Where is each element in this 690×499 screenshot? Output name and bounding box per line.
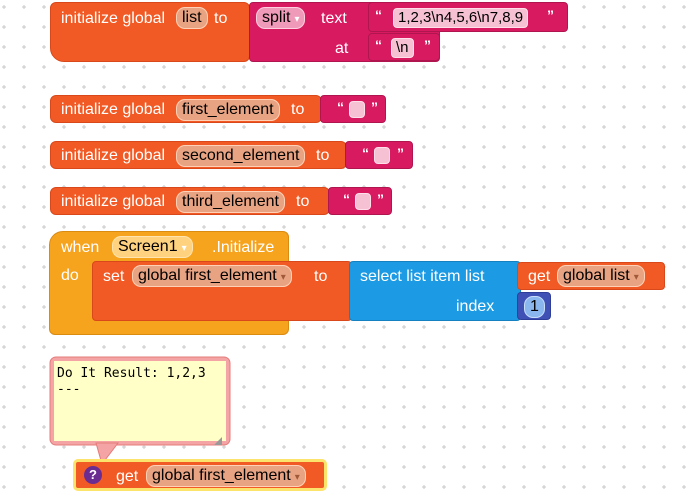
close-quote-icon: ” <box>377 191 384 207</box>
variable-name-second-element[interactable]: second_element <box>176 145 306 167</box>
separator-string-block[interactable]: “ \n ” <box>368 33 440 61</box>
set-global-first-element-block[interactable]: set global first_element▾ to <box>92 261 352 321</box>
open-quote-icon: “ <box>362 145 369 161</box>
open-quote-icon: “ <box>343 191 350 207</box>
do-label: do <box>61 267 79 284</box>
select-list-item-label: select list item list <box>360 268 485 285</box>
init-global-third-element-block[interactable]: initialize global third_element to <box>50 187 330 215</box>
open-quote-icon: “ <box>375 37 382 53</box>
open-quote-icon: “ <box>375 7 382 23</box>
get-variable-dropdown[interactable]: global first_element▾ <box>146 465 306 487</box>
close-quote-icon: ” <box>371 99 378 115</box>
comment-line-result: Do It Result: 1,2,3 <box>57 366 206 381</box>
comment-text[interactable]: Do It Result: 1,2,3 --- <box>57 366 223 398</box>
to-label: to <box>214 10 228 27</box>
empty-text-field[interactable] <box>374 147 390 164</box>
get-label: get <box>116 468 139 485</box>
set-label: set <box>103 268 125 285</box>
chevron-down-icon: ▾ <box>633 272 639 283</box>
to-label: to <box>296 193 310 210</box>
split-dropdown[interactable]: split▾ <box>256 7 306 29</box>
text-value-field[interactable]: 1,2,3\n4,5,6\n7,8,9 <box>393 8 529 28</box>
index-label: index <box>456 298 495 315</box>
to-label: to <box>314 268 328 285</box>
empty-text-field[interactable] <box>349 101 365 118</box>
empty-text-block[interactable]: “ ” <box>320 95 386 123</box>
select-list-item-block[interactable]: select list item list index <box>349 261 521 321</box>
empty-text-block[interactable]: “ ” <box>328 187 392 215</box>
index-value-field[interactable]: 1 <box>524 296 545 318</box>
get-global-list-block[interactable]: get global list▾ <box>517 262 665 290</box>
init-global-label: initialize global <box>61 101 166 118</box>
get-variable-dropdown[interactable]: global list▾ <box>557 265 645 287</box>
variable-name-list[interactable]: list <box>176 7 208 29</box>
empty-text-field[interactable] <box>355 193 371 210</box>
init-global-label: initialize global <box>61 147 166 164</box>
close-quote-icon: ” <box>424 37 431 53</box>
event-name-label: .Initialize <box>212 239 275 256</box>
variable-name-third-element[interactable]: third_element <box>176 191 285 213</box>
number-block[interactable]: 1 <box>517 292 551 320</box>
comment-line-separator: --- <box>57 382 81 397</box>
text-string-block[interactable]: “ 1,2,3\n4,5,6\n7,8,9 ” <box>368 2 568 32</box>
help-icon[interactable]: ? <box>84 466 102 484</box>
component-dropdown[interactable]: Screen1▾ <box>112 236 193 258</box>
init-global-list-block[interactable]: initialize global list to <box>50 2 250 62</box>
init-global-label: initialize global <box>61 193 166 210</box>
set-variable-dropdown[interactable]: global first_element▾ <box>132 265 292 287</box>
get-label: get <box>528 268 551 285</box>
init-global-first-element-block[interactable]: initialize global first_element to <box>50 95 322 123</box>
chevron-down-icon: ▾ <box>294 14 300 25</box>
to-label: to <box>291 101 305 118</box>
init-global-label: initialize global <box>61 10 166 27</box>
separator-value-field[interactable]: \n <box>391 38 414 58</box>
close-quote-icon: ” <box>547 7 554 23</box>
chevron-down-icon: ▾ <box>181 243 187 254</box>
when-label: when <box>61 239 100 256</box>
text-label: text <box>321 10 347 27</box>
chevron-down-icon: ▾ <box>294 472 300 483</box>
get-global-first-element-block[interactable]: ? get global first_element▾ <box>73 459 327 491</box>
empty-text-block[interactable]: “ ” <box>345 141 413 169</box>
init-global-second-element-block[interactable]: initialize global second_element to <box>50 141 347 169</box>
variable-name-first-element[interactable]: first_element <box>176 99 280 121</box>
chevron-down-icon: ▾ <box>280 272 286 283</box>
close-quote-icon: ” <box>397 145 404 161</box>
at-label: at <box>335 40 349 57</box>
to-label: to <box>316 147 330 164</box>
open-quote-icon: “ <box>337 99 344 115</box>
